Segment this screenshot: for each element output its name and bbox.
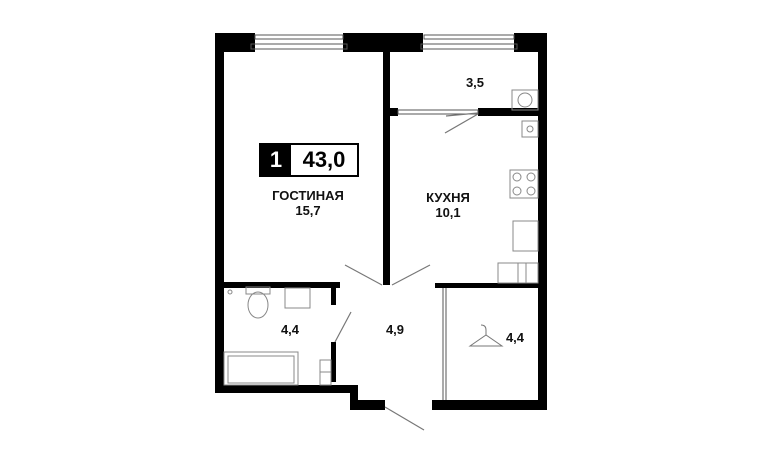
room-wardrobe-area: 4,4 bbox=[505, 330, 525, 345]
room-area: 15,7 bbox=[295, 203, 321, 218]
toilet-icon bbox=[247, 291, 269, 319]
walls bbox=[215, 33, 547, 410]
room-kitchen: КУХНЯ 10,1 bbox=[408, 190, 488, 220]
stove-icon bbox=[509, 169, 539, 199]
sink-icon bbox=[521, 120, 539, 138]
room-living: ГОСТИНАЯ 15,7 bbox=[258, 188, 358, 218]
room-bathroom-area: 4,4 bbox=[280, 322, 300, 337]
kitchen-sink-icon bbox=[512, 220, 539, 252]
bathroom-sink-icon bbox=[284, 287, 311, 309]
apartment-badge: 1 43,0 bbox=[259, 143, 359, 177]
room-name: КУХНЯ bbox=[426, 190, 470, 205]
washing-machine-icon bbox=[511, 89, 539, 111]
room-name: ГОСТИНАЯ bbox=[272, 188, 344, 203]
room-balcony-area: 3,5 bbox=[465, 75, 485, 90]
rooms-count: 1 bbox=[261, 145, 291, 175]
fixtures bbox=[223, 89, 539, 386]
room-hall-area: 4,9 bbox=[385, 322, 405, 337]
doors bbox=[334, 112, 479, 431]
room-area: 10,1 bbox=[435, 205, 461, 220]
total-area: 43,0 bbox=[291, 145, 357, 175]
hanger-icon bbox=[468, 324, 504, 347]
windows bbox=[250, 34, 518, 400]
bathtub-icon bbox=[223, 351, 299, 386]
